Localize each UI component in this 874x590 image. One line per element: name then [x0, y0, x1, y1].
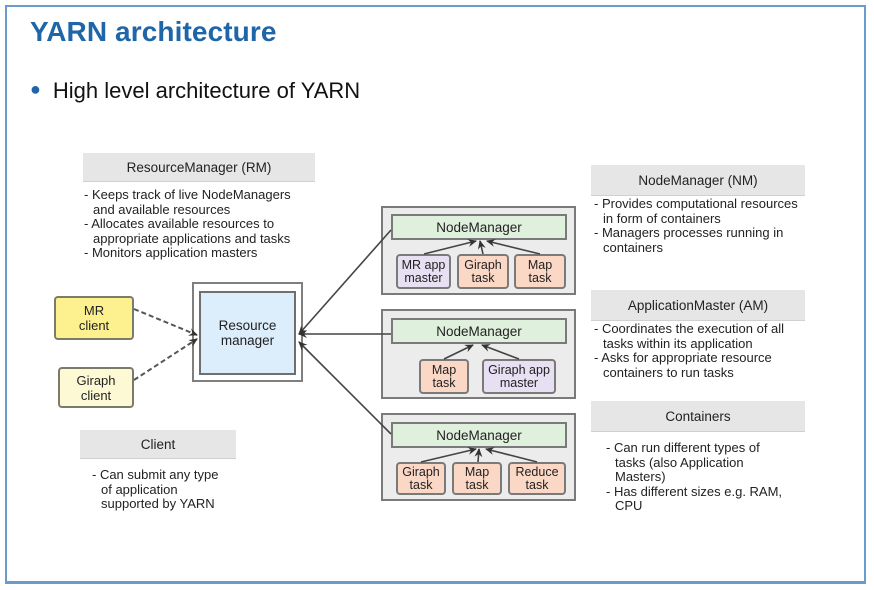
task-label: Map [527, 257, 553, 272]
am-legend-line: - Asks for appropriate resource [594, 350, 772, 365]
task-label: Giraph [464, 257, 502, 272]
task-label: MR app [401, 257, 446, 272]
containers-legend-line: - Can run different types of [606, 440, 760, 455]
nm-legend-description: - Provides computational resources in fo… [594, 196, 798, 255]
task-label: Map [431, 362, 457, 377]
rm-legend-line: appropriate applications and tasks [93, 230, 291, 246]
rm-legend-header: ResourceManager (RM) [83, 153, 315, 182]
containers-legend-description: - Can run different types of tasks (also… [606, 440, 783, 514]
nm-legend-line: containers [603, 239, 663, 255]
task-label: task [432, 375, 456, 390]
nm-legend-header: NodeManager (NM) [591, 165, 805, 196]
am-legend-description: - Coordinates the execution of all tasks… [594, 321, 785, 380]
am-legend-line: containers to run tasks [603, 364, 734, 380]
bullet-text: High level architecture of YARN [52, 78, 361, 103]
rm-legend-line: and available resources [93, 201, 231, 217]
client-legend-line: supported by YARN [101, 496, 215, 511]
task-label: Giraph app [488, 362, 550, 377]
containers-legend-header: Containers [591, 401, 805, 432]
am-legend-header: ApplicationMaster (AM) [591, 290, 805, 321]
node-manager-1: NodeManager [391, 214, 567, 240]
rm-legend-line: - Monitors application masters [84, 245, 258, 260]
task-label: task [525, 477, 549, 492]
mr-client-label: MR [83, 303, 105, 318]
task-label: master [499, 375, 539, 390]
node-manager-3: NodeManager [391, 422, 567, 448]
task-label: Map [464, 464, 490, 479]
client-legend-line: of application [101, 481, 178, 497]
nm-legend-line: in form of containers [603, 210, 721, 226]
resource-manager-label: manager [220, 333, 275, 348]
giraph-client-label: Giraph [76, 372, 116, 388]
containers-legend-line: - Has different sizes e.g. RAM, [606, 483, 783, 499]
nm-legend-line: - Provides computational resources [594, 196, 798, 211]
task-label: Giraph [402, 464, 440, 479]
client-legend-line: - Can submit any type [92, 467, 219, 482]
am-legend-line: - Coordinates the execution of all [594, 321, 785, 336]
bullet-item: ● High level architecture of YARN [30, 78, 360, 104]
nm-legend-line: - Managers processes running in [594, 225, 784, 240]
rm-legend-line: - Keeps track of live NodeManagers [84, 187, 291, 202]
rm-legend-line: - Allocates available resources to [84, 216, 275, 231]
containers-legend-line: CPU [615, 498, 643, 513]
am-legend-line: tasks within its application [603, 335, 753, 351]
node-manager-2: NodeManager [391, 318, 567, 344]
client-legend-description: - Can submit any type of application sup… [92, 467, 219, 512]
rm-legend-description: - Keeps track of live NodeManagers and a… [84, 187, 291, 261]
task-label: Reduce [515, 464, 559, 479]
mr-client-label: client [78, 318, 110, 333]
giraph-client-label: client [80, 387, 112, 403]
task-label: task [409, 477, 433, 492]
client-legend-header: Client [80, 430, 236, 459]
task-label: task [471, 270, 495, 285]
bullet-dot-icon: ● [30, 79, 41, 99]
resource-manager-label: Resource [218, 318, 277, 333]
task-label: task [528, 270, 552, 285]
task-label: master [404, 270, 443, 285]
containers-legend-line: tasks (also Application [615, 454, 744, 470]
task-label: task [465, 477, 489, 492]
slide-title: YARN architecture [30, 16, 277, 47]
containers-legend-line: Masters) [615, 469, 666, 484]
